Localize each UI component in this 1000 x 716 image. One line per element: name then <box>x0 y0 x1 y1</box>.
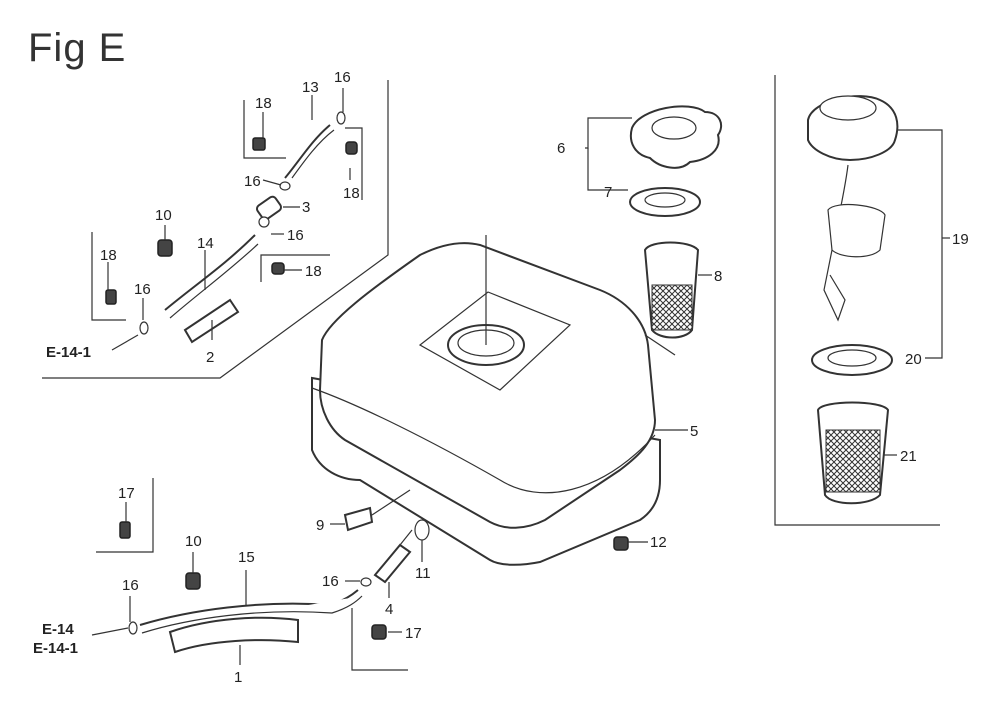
callout-4: 4 <box>385 601 393 618</box>
callout-16: 16 <box>122 577 139 594</box>
upper-left-group-border <box>42 80 389 379</box>
fuel-tube-13 <box>284 124 331 179</box>
reference-e-14-1[interactable]: E-14-1 <box>46 344 91 361</box>
tube-clip-icon <box>360 577 372 587</box>
fuel-cap-6 <box>630 105 723 169</box>
fuel-fitting-4 <box>373 543 412 584</box>
callout-10: 10 <box>155 207 172 224</box>
callout-7: 7 <box>604 184 612 201</box>
nut-10-icon <box>157 239 173 257</box>
callout-14: 14 <box>197 235 214 252</box>
nut-box-17-bottom <box>351 608 408 671</box>
fuel-cap-19 <box>807 95 899 322</box>
nut-box-18-top <box>243 100 286 159</box>
strainer-21 <box>816 401 890 505</box>
callout-10: 10 <box>185 533 202 550</box>
callout-18: 18 <box>305 263 322 280</box>
nut-icon <box>105 289 117 305</box>
callout-5: 5 <box>690 423 698 440</box>
callout-12: 12 <box>650 534 667 551</box>
callout-2: 2 <box>206 349 214 366</box>
strainer-8 <box>643 241 700 339</box>
callout-16: 16 <box>334 69 351 86</box>
nut-box-18-left <box>91 232 126 321</box>
callout-16: 16 <box>244 173 261 190</box>
tube-protector-1 <box>168 616 299 654</box>
callout-18: 18 <box>100 247 117 264</box>
nut-box-18-right <box>345 127 363 200</box>
callout-1: 1 <box>234 669 242 686</box>
nut-10-icon <box>185 572 201 590</box>
tube-clip-icon <box>258 216 270 228</box>
callout-16: 16 <box>134 281 151 298</box>
nut-17-icon <box>371 624 387 640</box>
fuel-tank-5 <box>311 242 661 566</box>
callout-19: 19 <box>952 231 969 248</box>
callout-18: 18 <box>343 185 360 202</box>
callout-21: 21 <box>900 448 917 465</box>
tube-clip-icon <box>279 181 291 191</box>
nut-12-icon <box>613 536 629 551</box>
callout-3: 3 <box>302 199 310 216</box>
nut-icon <box>252 137 266 151</box>
figure-title: Fig E <box>28 26 127 70</box>
callout-18: 18 <box>255 95 272 112</box>
callout-17: 17 <box>118 485 135 502</box>
callout-20: 20 <box>905 351 922 368</box>
reference-e-14[interactable]: E-14 <box>42 621 74 638</box>
callout-15: 15 <box>238 549 255 566</box>
tube-clip-icon <box>139 321 149 335</box>
callout-16: 16 <box>322 573 339 590</box>
fuel-tube-14 <box>164 234 256 311</box>
fuel-tube-15 <box>139 589 359 626</box>
callout-9: 9 <box>316 517 324 534</box>
callout-8: 8 <box>714 268 722 285</box>
nut-box-17-left <box>96 478 154 553</box>
callout-13: 13 <box>302 79 319 96</box>
callout-17: 17 <box>405 625 422 642</box>
reference-e-14-1[interactable]: E-14-1 <box>33 640 78 657</box>
cap-assembly-border <box>774 75 940 526</box>
drain-bolt-9 <box>343 506 374 532</box>
callout-16: 16 <box>287 227 304 244</box>
callout-11: 11 <box>415 565 431 582</box>
nut-icon <box>345 141 358 155</box>
nut-17-icon <box>119 521 131 539</box>
nut-box-18-mid <box>260 254 330 282</box>
callout-6: 6 <box>557 140 565 157</box>
nut-icon <box>271 262 285 275</box>
tube-clip-icon <box>336 111 346 125</box>
fuel-valve-3 <box>255 195 283 221</box>
tube-clip-icon <box>128 621 138 635</box>
washer-11 <box>414 519 430 541</box>
